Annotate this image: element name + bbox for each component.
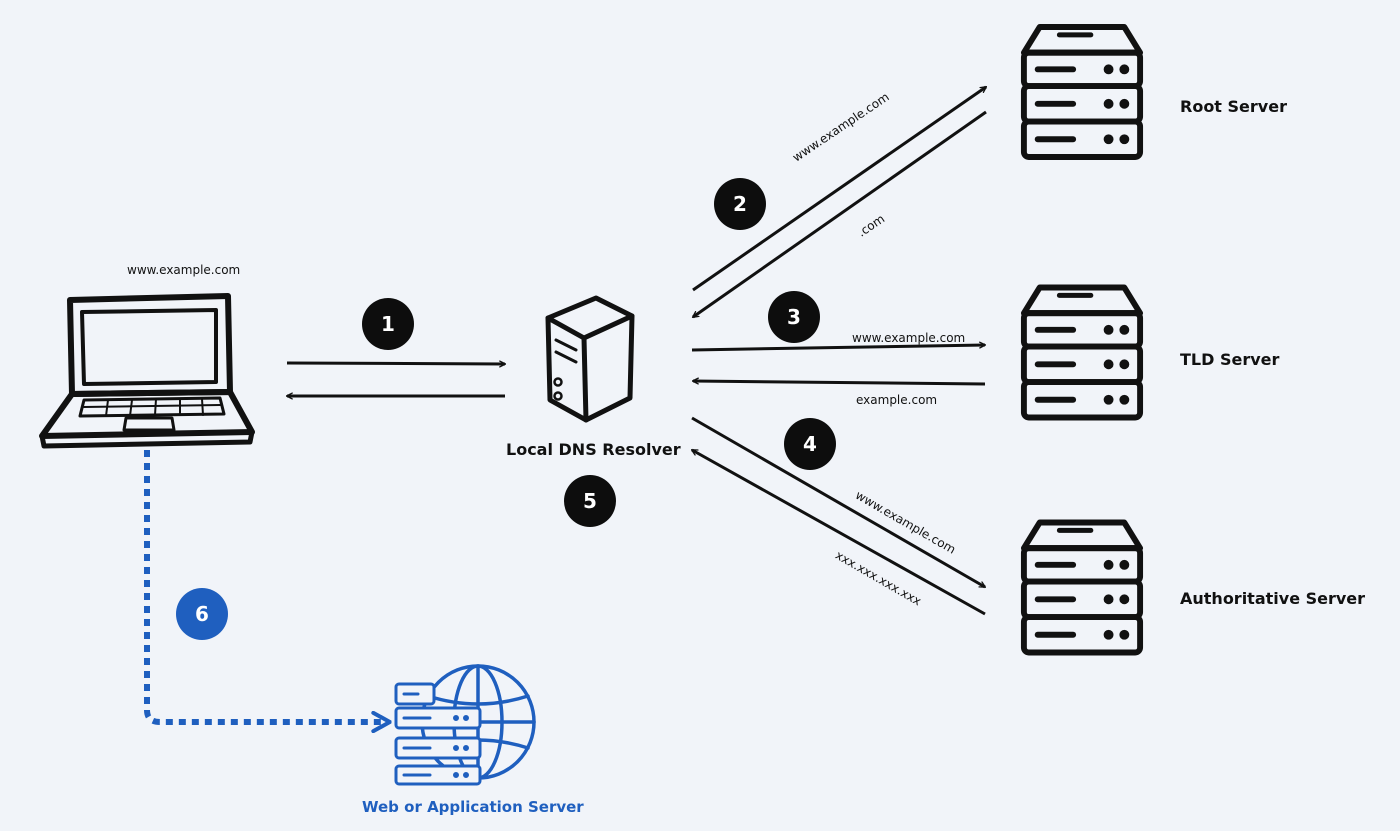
step-5-badge: 5 [564, 475, 616, 527]
laptop-icon [39, 293, 255, 449]
arrow-root-to-resolver [693, 110, 987, 319]
step-3-badge: 3 [768, 291, 820, 343]
arrow-resolver-to-tld [691, 345, 985, 352]
authoritative-server-icon [1024, 523, 1140, 653]
tld-request-label: www.example.com [852, 331, 966, 345]
tower-server-icon [545, 295, 635, 423]
step-1-badge: 1 [362, 298, 414, 350]
step-6-badge: 6 [176, 588, 228, 640]
arrow-client-to-web-server [144, 450, 388, 722]
root-server-label: Root Server [1180, 97, 1287, 116]
step-4-badge: 4 [784, 418, 836, 470]
arrow-client-to-resolver [286, 363, 505, 364]
arrow-tld-to-resolver [693, 381, 986, 386]
step-2-badge: 2 [714, 178, 766, 230]
tld-response-label: example.com [856, 393, 938, 407]
globe-server-icon [394, 664, 536, 786]
web-server-label: Web or Application Server [362, 798, 584, 816]
client-query-label: www.example.com [127, 263, 241, 277]
tld-server-icon [1024, 288, 1140, 418]
root-server-icon [1024, 27, 1140, 157]
resolver-label: Local DNS Resolver [506, 440, 681, 459]
arrow-resolver-to-root [692, 85, 986, 292]
arrow-resolver-to-authoritative [691, 416, 985, 589]
arrow-authoritative-to-resolver [692, 448, 986, 616]
tld-server-label: TLD Server [1180, 350, 1280, 369]
authoritative-server-label: Authoritative Server [1180, 589, 1366, 608]
